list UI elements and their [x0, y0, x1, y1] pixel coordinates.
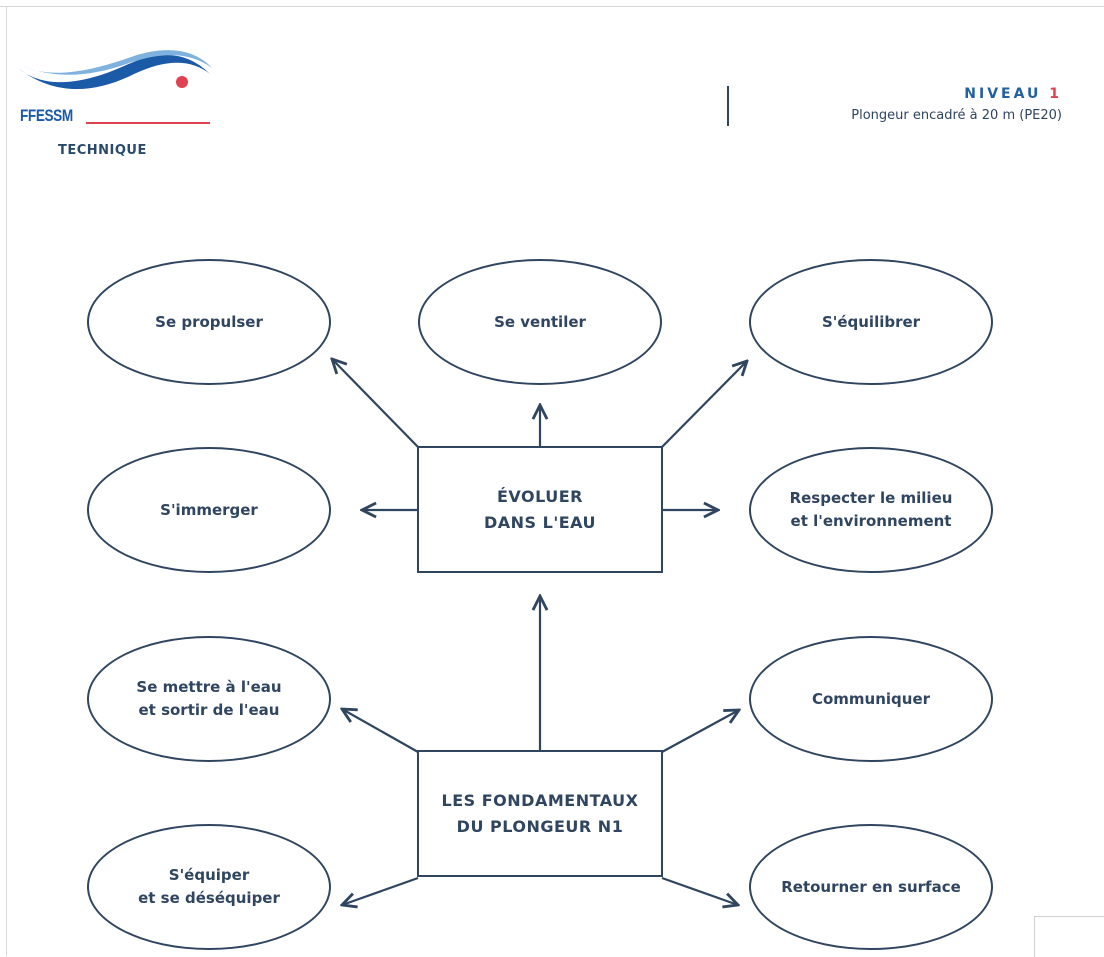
level-title: NIVEAU 1 — [964, 86, 1062, 102]
center-fondamentaux-n1: LES FONDAMENTAUX DU PLONGEUR N1 — [417, 750, 663, 877]
node-s-immerger: S'immerger — [87, 447, 331, 573]
node-label: Retourner en surface — [781, 877, 961, 896]
arrow-to-retourner — [661, 876, 738, 905]
node-label: Communiquer — [811, 689, 931, 708]
node-respecter-milieu: Respecter le milieu et l'environnement — [749, 447, 993, 573]
node-label: S'immerger — [160, 500, 258, 519]
arrow-to-equilibrer — [661, 361, 747, 448]
arrow-to-equiper — [342, 876, 419, 905]
node-label: S'équiper et se déséquiper — [138, 866, 280, 907]
node-retourner-en-surface: Retourner en surface — [749, 824, 993, 950]
arrow-to-propulser — [332, 359, 419, 448]
frame-top-border — [0, 6, 1104, 7]
wave-logo-icon — [18, 50, 212, 90]
arrow-to-communiquer — [661, 710, 739, 753]
node-label: Se ventiler — [494, 312, 586, 331]
node-se-mettre-a-l-eau: Se mettre à l'eau et sortir de l'eau — [87, 636, 331, 762]
level-divider — [727, 86, 729, 126]
node-communiquer: Communiquer — [749, 636, 993, 762]
node-s-equiper: S'équiper et se déséquiper — [87, 824, 331, 950]
level-subtitle: Plongeur encadré à 20 m (PE20) — [851, 108, 1062, 123]
node-label: Respecter le milieu et l'environnement — [789, 489, 953, 530]
node-label: S'équilibrer — [821, 312, 921, 331]
level-number: 1 — [1049, 86, 1062, 102]
node-s-equilibrer: S'équilibrer — [749, 259, 993, 385]
frame-left-border — [6, 6, 7, 956]
center-evoluer-dans-l-eau: ÉVOLUER DANS L'EAU — [417, 446, 663, 573]
logo-subtitle: TECHNIQUE — [58, 143, 147, 158]
level-label: NIVEAU — [964, 86, 1042, 102]
ffessm-logo: FFESSM TECHNIQUE — [14, 40, 224, 170]
arrow-to-mettre-eau — [342, 709, 419, 753]
logo-underline — [86, 122, 210, 124]
corner-box — [1034, 916, 1104, 957]
node-se-ventiler: Se ventiler — [418, 259, 662, 385]
logo-acronym: FFESSM — [20, 106, 73, 125]
node-label: Se propulser — [155, 312, 263, 331]
node-se-propulser: Se propulser — [87, 259, 331, 385]
center-label: ÉVOLUER DANS L'EAU — [483, 486, 597, 532]
center-label: LES FONDAMENTAUX DU PLONGEUR N1 — [441, 790, 639, 836]
node-label: Se mettre à l'eau et sortir de l'eau — [136, 678, 282, 719]
